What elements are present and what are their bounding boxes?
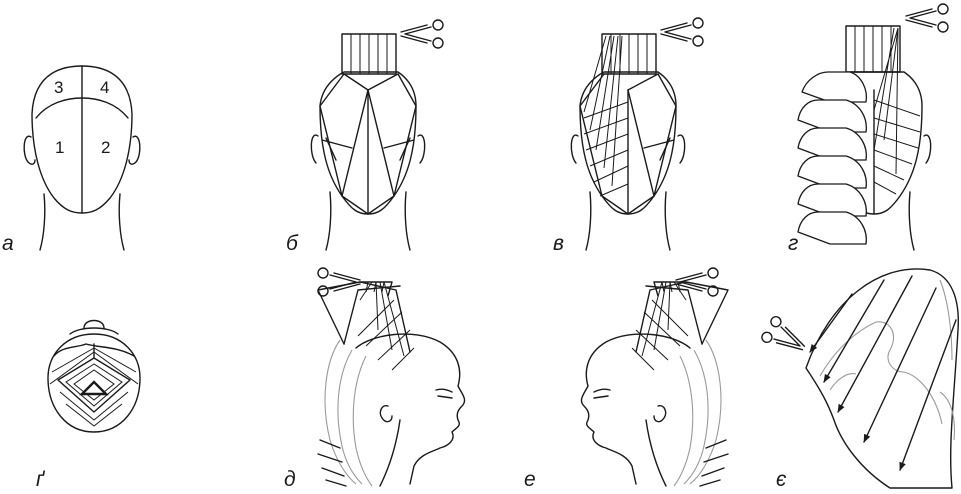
scissors-icon xyxy=(661,18,703,46)
panel-label-g: ґ xyxy=(36,468,46,491)
panel-h-layers xyxy=(798,4,948,250)
panel-label-h: г xyxy=(788,232,798,255)
panel-label-v: в xyxy=(553,232,564,255)
panel-label-b: б xyxy=(286,232,299,255)
panel-label-d: д xyxy=(284,468,296,491)
panel-ye-outline xyxy=(760,269,958,488)
panel-b-control-strand xyxy=(311,20,443,250)
panel-label-ye: є xyxy=(776,468,787,491)
panel-g-top-view xyxy=(48,321,140,433)
panel-label-e: е xyxy=(524,468,536,491)
scissors-icon xyxy=(676,268,718,296)
scissors-icon xyxy=(318,268,360,296)
zone-label-4: 4 xyxy=(100,78,109,97)
zone-label-3: 3 xyxy=(54,78,63,97)
panel-v-sections xyxy=(571,18,703,250)
scissors-icon xyxy=(401,20,443,48)
panel-d-side-right xyxy=(318,268,465,486)
zone-label-1: 1 xyxy=(55,138,64,157)
scissors-icon xyxy=(906,4,948,32)
panel-e-side-left xyxy=(581,268,728,486)
zone-label-2: 2 xyxy=(101,138,110,157)
scissors-icon xyxy=(760,315,810,360)
panel-label-a: а xyxy=(2,232,14,255)
panel-a-zones-head: 3 4 1 2 xyxy=(24,66,140,250)
